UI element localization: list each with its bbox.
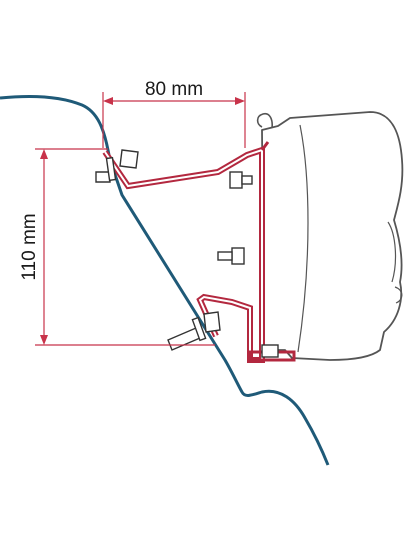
horizontal-dim-arrow-right xyxy=(235,97,245,105)
horizontal-dimension: 80 mm xyxy=(102,79,246,148)
vertical-dimension-label: 110 mm xyxy=(19,213,40,280)
awning-front-detail xyxy=(387,221,403,304)
lower-wall-bolt xyxy=(167,311,221,351)
awning-inner-line xyxy=(297,124,309,353)
lower-awning-bolt-head xyxy=(261,344,279,358)
upper-bolt-washer xyxy=(105,156,117,182)
vertical-dimension: 110 mm xyxy=(19,148,215,346)
horizontal-dimension-label: 80 mm xyxy=(145,79,203,100)
upper-awning-bolt-head xyxy=(229,171,243,189)
middle-awning-bolt-nut xyxy=(217,251,233,261)
bracket-lip xyxy=(260,141,270,151)
upper-bolt-shank xyxy=(95,171,111,183)
vertical-dim-arrow-bottom xyxy=(40,335,48,345)
upper-wall-bolt xyxy=(95,149,139,183)
awning-cassette xyxy=(256,111,404,361)
upper-awning-bolt-nut xyxy=(241,175,253,185)
lower-bolt-washer xyxy=(191,316,207,342)
awning-hook xyxy=(256,112,273,129)
lower-bolt-head xyxy=(203,311,221,333)
middle-awning-bolt xyxy=(217,247,245,265)
lower-bolt-shank xyxy=(167,327,201,351)
vehicle-wall-profile xyxy=(0,94,330,466)
horizontal-dim-arrow-left xyxy=(103,97,113,105)
lower-awning-bolt xyxy=(261,344,279,358)
upper-awning-bolt xyxy=(229,171,253,189)
upper-bolt-head xyxy=(119,149,139,169)
vertical-dim-arrow-top xyxy=(40,149,48,159)
middle-awning-bolt-head xyxy=(231,247,245,265)
awning-body-outline xyxy=(261,111,404,361)
